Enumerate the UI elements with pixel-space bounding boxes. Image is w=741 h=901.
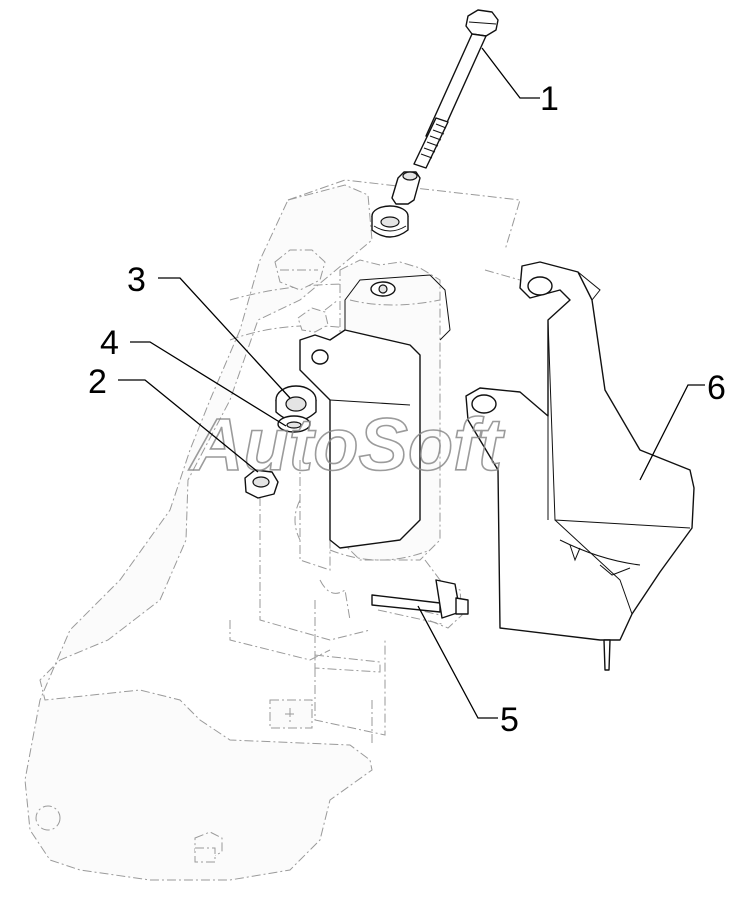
part-2-nut (244, 469, 279, 499)
leader-6 (639, 384, 705, 481)
part-4-washer (277, 415, 311, 433)
watermark-text: AutoSoft (188, 403, 506, 486)
bolt-sleeve (391, 171, 421, 205)
callout-6: 6 (707, 369, 726, 407)
leader-5 (417, 605, 498, 719)
leader-lines (118, 47, 705, 719)
leader-1 (481, 47, 540, 99)
callout-4: 4 (100, 324, 119, 362)
part-6-cover-bracket (465, 261, 695, 671)
leader-2 (118, 379, 259, 473)
callout-2: 2 (88, 363, 107, 401)
leader-3 (158, 277, 291, 399)
callout-1: 1 (540, 80, 559, 118)
callout-3: 3 (127, 261, 146, 299)
part-5-mount-bracket (299, 274, 469, 619)
bolt-bushing (371, 205, 409, 238)
part-1-bolt (413, 9, 499, 169)
leader-4 (130, 341, 287, 427)
ghost-assembly (24, 179, 521, 881)
callout-5: 5 (500, 701, 519, 739)
